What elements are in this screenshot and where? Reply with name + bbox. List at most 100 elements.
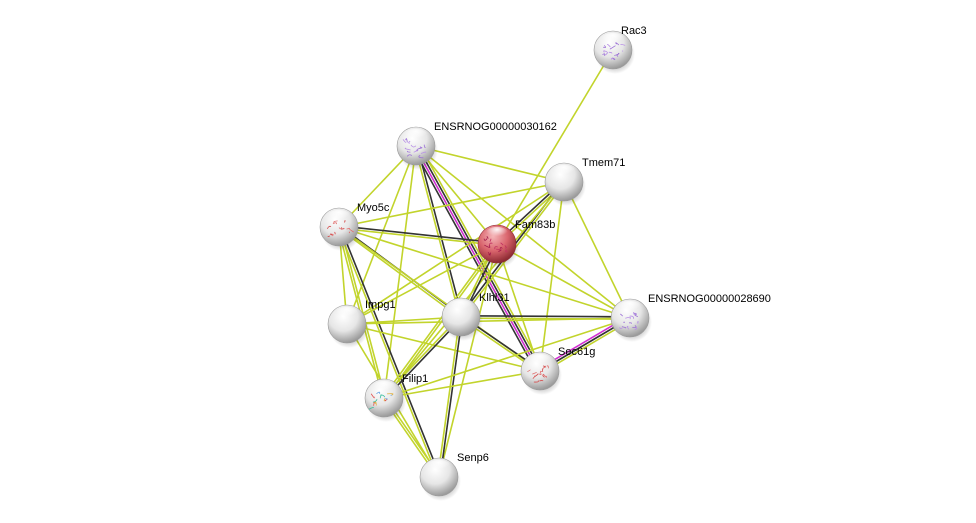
structure-trace — [484, 244, 491, 248]
node-Klhl31[interactable]: Klhl31 — [441, 292, 510, 341]
edge-Tmem71-Impg1[interactable] — [346, 181, 565, 325]
structure-trace — [546, 365, 549, 369]
edge-Fam83b-Senp6[interactable] — [438, 243, 498, 478]
structure-trace — [603, 45, 607, 48]
edge-line-coexpression — [439, 317, 463, 478]
node-label: Klhl31 — [479, 292, 510, 304]
node-Myo5c[interactable]: Myo5c — [319, 202, 390, 251]
structure-trace — [634, 327, 638, 331]
structure-trace — [616, 54, 619, 57]
structure-trace — [499, 247, 503, 250]
edge-line-textmining — [460, 317, 630, 320]
structure-trace — [413, 149, 418, 153]
structure-trace — [496, 248, 501, 251]
edge-ENSRNOG00000030162-Klhl31[interactable] — [414, 145, 463, 318]
node-label: Sec61g — [558, 346, 595, 358]
node-highlight — [485, 226, 509, 241]
structure-trace — [402, 139, 407, 143]
structure-trace — [374, 401, 377, 406]
structure-trace — [609, 45, 616, 50]
structure-trace — [338, 227, 345, 230]
node-ENSRNOG00000028690[interactable]: ENSRNOG00000028690 — [610, 293, 771, 342]
structure-trace — [483, 238, 488, 241]
node-Sec61g[interactable]: Sec61g — [520, 346, 595, 395]
structure-trace — [612, 57, 615, 61]
structure-trace — [634, 314, 639, 318]
edge-Fam83b-ENSRNOG00000028690[interactable] — [496, 243, 631, 319]
edge-Rac3-Fam83b[interactable] — [496, 49, 614, 245]
edge-line-textmining — [337, 227, 439, 478]
edge-Klhl31-ENSRNOG00000028690[interactable] — [460, 315, 631, 320]
structure-trace — [542, 373, 548, 378]
edge-line-textmining — [438, 243, 498, 478]
node-label: Myo5c — [357, 202, 390, 214]
edge-line-coexpression — [412, 147, 538, 374]
structure-trace — [632, 325, 637, 329]
edge-Impg1-Sec61g[interactable] — [346, 323, 541, 372]
structure-trace — [619, 327, 623, 329]
structure-trace — [406, 154, 413, 157]
structure-trace — [327, 235, 331, 237]
node-label: Senp6 — [457, 452, 489, 464]
node-label: Tmem71 — [582, 157, 625, 169]
node-Filip1[interactable]: Filip1 — [364, 373, 428, 422]
structure-trace — [532, 375, 536, 379]
edge-line-textmining — [338, 181, 565, 228]
structure-trace — [489, 238, 492, 242]
structure-trace — [423, 144, 426, 148]
structure-trace — [500, 242, 504, 246]
edge-Klhl31-Senp6[interactable] — [437, 316, 463, 478]
structure-trace — [532, 371, 537, 375]
edge-Myo5c-Senp6[interactable] — [337, 226, 441, 478]
edge-ENSRNOG00000028690-Filip1[interactable] — [383, 317, 631, 399]
edge-line-textmining — [414, 146, 461, 318]
edge-line-coexpression — [339, 225, 498, 244]
edge-Tmem71-Sec61g[interactable] — [539, 181, 565, 372]
structure-trace — [383, 398, 386, 402]
node-highlight — [528, 353, 552, 368]
edge-line-textmining — [382, 242, 497, 398]
edge-line-textmining — [383, 181, 565, 399]
structure-trace — [625, 316, 631, 320]
node-highlight — [618, 300, 642, 315]
node-ENSRNOG00000030162[interactable]: ENSRNOG00000030162 — [396, 121, 557, 170]
edge-line-textmining — [346, 243, 498, 325]
edge-line-textmining — [437, 316, 461, 477]
structure-trace — [385, 398, 388, 400]
node-highlight — [601, 32, 625, 47]
structure-trace — [533, 380, 539, 383]
node-Impg1[interactable]: Impg1 — [327, 299, 396, 348]
node-Senp6[interactable]: Senp6 — [419, 452, 489, 501]
structure-trace — [541, 368, 544, 372]
structure-trace — [368, 406, 374, 410]
structure-trace — [410, 144, 417, 148]
structure-trace — [608, 51, 613, 54]
structure-trace — [603, 50, 608, 53]
edge-Sec61g-Filip1[interactable] — [383, 370, 541, 399]
structure-trace — [419, 146, 423, 149]
node-Tmem71[interactable]: Tmem71 — [544, 157, 625, 206]
edge-ENSRNOG00000030162-Tmem71[interactable] — [415, 145, 565, 183]
node-Rac3[interactable]: Rac3 — [593, 25, 647, 74]
edge-line-textmining — [346, 181, 565, 325]
structure-trace — [420, 151, 427, 154]
edge-Myo5c-Fam83b[interactable] — [338, 225, 498, 246]
structure-trace — [418, 154, 424, 159]
node-label: Rac3 — [621, 25, 647, 37]
structure-trace — [379, 394, 382, 399]
edge-line-textmining — [415, 145, 565, 183]
structure-trace — [602, 53, 606, 57]
structure-trace — [504, 245, 507, 249]
edge-line-textmining — [339, 226, 386, 398]
edge-Fam83b-Impg1[interactable] — [346, 243, 498, 325]
structure-trace — [498, 249, 502, 252]
edge-Tmem71-Myo5c[interactable] — [338, 181, 565, 228]
structure-trace — [628, 322, 632, 324]
node-Fam83b[interactable]: Fam83b — [477, 219, 555, 268]
structure-trace — [408, 140, 411, 144]
node-highlight — [372, 380, 396, 395]
edge-Tmem71-Filip1[interactable] — [383, 181, 565, 399]
structure-trace — [346, 227, 351, 230]
edge-Tmem71-ENSRNOG00000028690[interactable] — [563, 181, 631, 319]
